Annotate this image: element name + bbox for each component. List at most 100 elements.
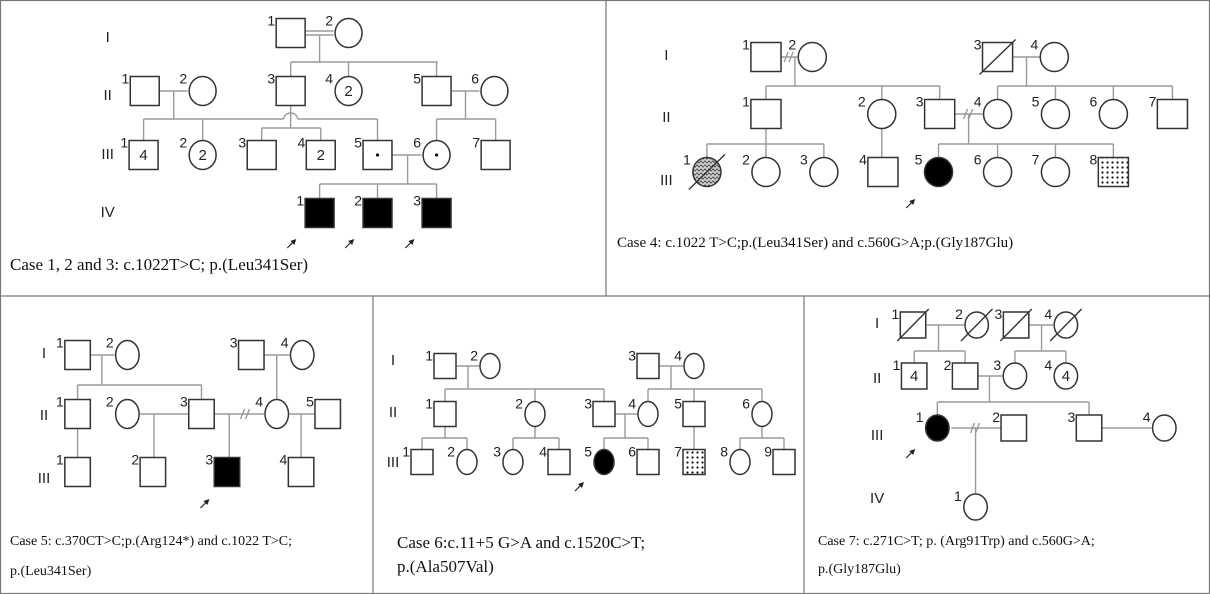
individual-I-4: 4 bbox=[674, 348, 705, 380]
individual-number: 6 bbox=[1090, 94, 1098, 110]
individual-III-4: 24 bbox=[297, 135, 336, 171]
individual-I-2: 2 bbox=[788, 37, 828, 73]
individual-I-4: 4 bbox=[1044, 306, 1083, 342]
individual-III-2: 2 bbox=[742, 152, 781, 188]
individual-number: 3 bbox=[916, 94, 924, 110]
male-symbol bbox=[592, 400, 616, 428]
individual-number: 1 bbox=[56, 335, 64, 351]
female-symbol bbox=[479, 352, 501, 380]
male-symbol bbox=[750, 41, 782, 73]
male-symbol bbox=[275, 17, 306, 49]
individual-number: 4 bbox=[325, 71, 333, 87]
generation-label: IV bbox=[101, 204, 115, 221]
individual-number: 4 bbox=[1044, 357, 1052, 373]
individual-number: 7 bbox=[1149, 94, 1157, 110]
individual-I-2: 2 bbox=[470, 348, 501, 380]
case-caption: p.(Ala507Val) bbox=[397, 557, 494, 576]
individual-II-6: 6 bbox=[1090, 94, 1129, 130]
individual-III-6: 6 bbox=[974, 152, 1013, 188]
male-symbol bbox=[480, 139, 511, 171]
female-symbol bbox=[264, 398, 290, 430]
female-symbol bbox=[334, 17, 363, 49]
individual-number: 1 bbox=[120, 135, 128, 151]
individual-number: 2 bbox=[788, 37, 796, 53]
individual-II-3: 3 bbox=[267, 71, 306, 107]
individual-I-3: 3 bbox=[995, 306, 1033, 342]
individual-number: 2 bbox=[179, 71, 187, 87]
individual-III-2: 2 bbox=[131, 452, 167, 488]
individual-II-7: 7 bbox=[1149, 94, 1189, 130]
individual-II-3: 3 bbox=[916, 94, 956, 130]
individual-II-2: 2 bbox=[858, 94, 897, 130]
male-symbol bbox=[139, 456, 167, 488]
individual-number: 1 bbox=[267, 13, 275, 29]
female-symbol bbox=[289, 339, 315, 371]
individual-II-6: 6 bbox=[471, 71, 509, 107]
individual-II-1: 41 bbox=[893, 357, 928, 390]
individual-number: 1 bbox=[954, 488, 962, 504]
individual-number: 2 bbox=[106, 335, 114, 351]
individual-number: 3 bbox=[180, 394, 188, 410]
female-symbol bbox=[1002, 362, 1028, 390]
individual-number: 1 bbox=[893, 357, 901, 373]
generation-label: IV bbox=[870, 490, 884, 507]
generation-label: II bbox=[389, 404, 397, 421]
individual-number: 4 bbox=[281, 335, 289, 351]
female-symbol bbox=[924, 414, 950, 442]
individual-I-4: 4 bbox=[281, 335, 315, 371]
individual-II-3: 3 bbox=[993, 357, 1028, 390]
individual-I-1: 1 bbox=[56, 335, 92, 371]
individual-II-4: 4 bbox=[255, 394, 290, 430]
generation-label: III bbox=[387, 454, 400, 471]
individual-number: 1 bbox=[742, 94, 750, 110]
male-symbol bbox=[305, 139, 336, 171]
individual-I-4: 4 bbox=[1030, 37, 1070, 73]
individual-number: 1 bbox=[56, 394, 64, 410]
generation-label: III bbox=[871, 427, 884, 444]
individual-number: 7 bbox=[1032, 152, 1040, 168]
individual-number: 4 bbox=[628, 396, 636, 412]
female-symbol bbox=[637, 400, 659, 428]
female-symbol bbox=[1040, 98, 1071, 130]
individual-number: 3 bbox=[995, 306, 1003, 322]
female-symbol bbox=[114, 339, 140, 371]
female-symbol bbox=[334, 75, 363, 107]
individual-IV-3: 3 bbox=[413, 193, 452, 229]
individual-I-3: 3 bbox=[974, 37, 1017, 76]
individual-I-2: 2 bbox=[325, 13, 363, 49]
individual-number: 2 bbox=[447, 444, 455, 460]
individual-III-3: 3 bbox=[1068, 409, 1103, 442]
male-symbol bbox=[636, 448, 660, 476]
generation-label: II bbox=[104, 87, 112, 104]
male-symbol bbox=[129, 75, 160, 107]
individual-II-5: 5 bbox=[674, 396, 706, 428]
individual-III-4: 4 bbox=[539, 444, 571, 476]
individual-II-4: 44 bbox=[1044, 357, 1079, 390]
individual-number: 4 bbox=[1143, 409, 1151, 425]
individual-number: 1 bbox=[402, 444, 410, 460]
female-symbol bbox=[866, 98, 897, 130]
deceased-slash-icon bbox=[1049, 308, 1083, 342]
deceased-slash-icon bbox=[960, 308, 993, 342]
individual-III-2: 2 bbox=[447, 444, 478, 476]
generation-label: II bbox=[873, 370, 881, 387]
female-symbol bbox=[114, 398, 140, 430]
case-caption: p.(Leu341Ser) bbox=[10, 564, 92, 579]
individual-III-2: 22 bbox=[179, 135, 217, 171]
female-symbol bbox=[524, 400, 546, 428]
male-symbol bbox=[314, 398, 342, 430]
individual-II-1: 1 bbox=[56, 394, 92, 430]
male-symbol bbox=[636, 352, 660, 380]
male-symbol bbox=[421, 75, 452, 107]
individual-III-5: 5 bbox=[915, 152, 954, 188]
male-symbol bbox=[547, 448, 571, 476]
individual-I-1: 1 bbox=[891, 306, 930, 342]
case-caption: Case 7: c.271C>T; p. (Arg91Trp) and c.56… bbox=[818, 534, 1095, 549]
generation-label: I bbox=[664, 47, 668, 64]
individual-number: 2 bbox=[354, 193, 362, 209]
male-symbol bbox=[64, 339, 92, 371]
female-symbol bbox=[963, 493, 989, 521]
